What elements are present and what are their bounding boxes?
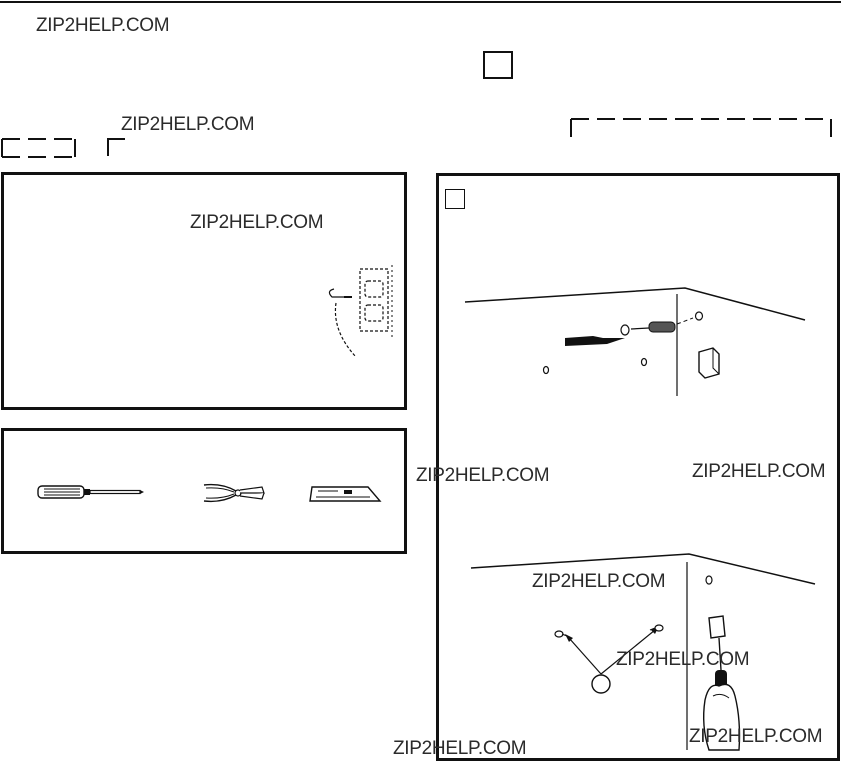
- watermark-text: ZIP2HELP.COM: [416, 465, 550, 486]
- watermark-text: ZIP2HELP.COM: [692, 461, 826, 482]
- wall-outlet-icon: [328, 265, 393, 358]
- outlet-panel: ZIP2HELP.COM: [1, 172, 407, 410]
- page-number-box: [483, 51, 513, 79]
- cabinet-top-illustration: [464, 287, 806, 396]
- watermark-text: ZIP2HELP.COM: [121, 114, 255, 135]
- anchor-plug-icon: [648, 321, 676, 333]
- watermark-text: ZIP2HELP.COM: [393, 738, 527, 759]
- hand-screwdriver-icon: [702, 637, 741, 751]
- screw-icon: [694, 311, 704, 321]
- screw-icon: [649, 624, 664, 632]
- section-header-lines: [1, 118, 832, 158]
- installation-panel: ZIP2HELP.COM ZIP2HELP.COM ZIP2HELP.COM: [436, 173, 840, 761]
- callout-circle: [591, 674, 611, 694]
- header-rule: [0, 1, 841, 3]
- arrow-icon: [565, 336, 625, 346]
- utility-knife-icon: [309, 486, 382, 502]
- watermark-text: ZIP2HELP.COM: [36, 15, 170, 36]
- step-marker-box: [445, 189, 465, 209]
- cabinet-bottom-illustration: [470, 553, 816, 751]
- small-marker-box: [107, 138, 125, 156]
- pliers-icon: [203, 483, 265, 503]
- bracket-icon: [698, 347, 720, 379]
- watermark-text: ZIP2HELP.COM: [689, 726, 823, 747]
- bracket-icon: [708, 615, 726, 639]
- screw-icon: [554, 630, 568, 638]
- watermark-text: ZIP2HELP.COM: [616, 649, 750, 670]
- watermark-text: ZIP2HELP.COM: [190, 212, 324, 233]
- watermark-text: ZIP2HELP.COM: [532, 571, 666, 592]
- screwdriver-icon: [37, 485, 144, 499]
- tools-panel: [1, 428, 407, 554]
